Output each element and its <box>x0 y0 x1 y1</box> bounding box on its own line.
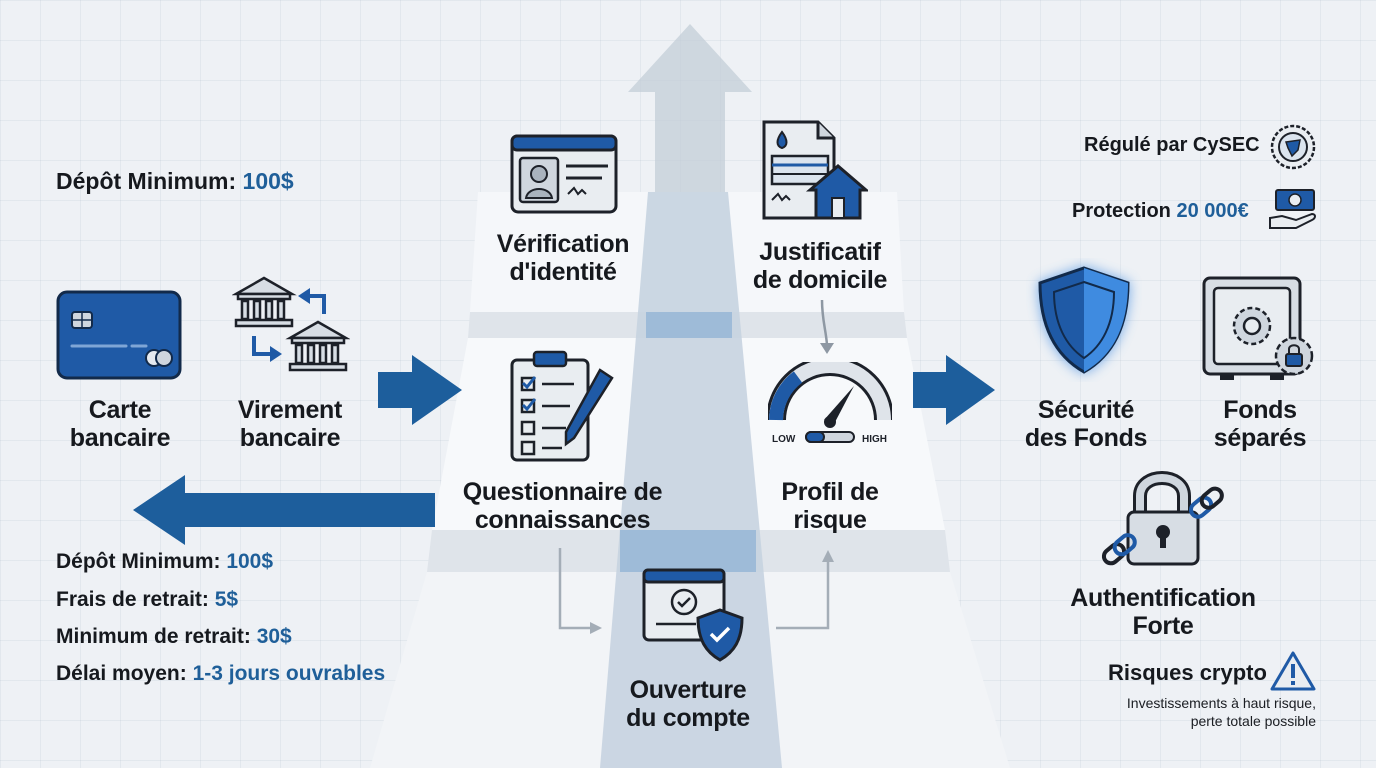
step-account-label: Ouverture du compte <box>598 676 778 732</box>
withdrawal-row-value: 30$ <box>256 625 292 648</box>
lane-highlight-2 <box>620 530 756 572</box>
strong-auth-line1: Authentification <box>1070 584 1256 612</box>
step-account-line1: Ouverture <box>629 676 747 704</box>
protection-label: Protection <box>1072 200 1171 222</box>
cysec-badge-icon <box>1270 124 1316 170</box>
connector-address-risk <box>820 299 829 346</box>
step-address-label: Justificatif de domicile <box>720 238 920 294</box>
id-card-icon <box>510 134 618 214</box>
connector-address-risk-head <box>820 343 834 354</box>
bank-transfer-icon <box>232 272 350 382</box>
deposit-label: Dépôt Minimum: <box>56 168 237 194</box>
step-questionnaire-line2: connaissances <box>474 506 651 534</box>
step-questionnaire-label: Questionnaire de connaissances <box>440 478 685 534</box>
step-address-line2: de domicile <box>752 266 888 294</box>
address-document-icon <box>758 118 868 224</box>
money-hand-icon <box>1268 186 1318 232</box>
separated-funds-line2: séparés <box>1213 424 1307 452</box>
gauge-high-text: HIGH <box>862 434 887 445</box>
withdrawal-row-value: 100$ <box>226 550 274 573</box>
step-identity-label: Vérification d'identité <box>468 230 658 286</box>
withdrawal-row-label: Frais de retrait: <box>56 588 209 611</box>
step-risk-label: Profil de risque <box>740 478 920 534</box>
withdrawal-row-label: Délai moyen: <box>56 662 187 685</box>
arrow-to-steps <box>378 355 462 425</box>
account-shield-icon <box>640 566 746 664</box>
risk-warning-line1: Investissements à haut risque, <box>1126 695 1316 711</box>
safe-icon <box>1200 274 1320 384</box>
warning-triangle-icon <box>1270 650 1316 692</box>
withdrawal-row: Délai moyen: 1-3 jours ouvrables <box>56 662 385 686</box>
gauge-low-text: LOW <box>772 434 796 445</box>
connector-account-risk-head <box>822 550 834 562</box>
withdrawal-row-label: Dépôt Minimum: <box>56 550 221 573</box>
payment-card-line2: bancaire <box>69 424 171 452</box>
step-address-line1: Justificatif <box>759 238 881 266</box>
protection-value: 20 000€ <box>1176 200 1249 222</box>
step-risk-line1: Profil de <box>781 478 879 506</box>
withdrawal-row-label: Minimum de retrait: <box>56 625 251 648</box>
separated-funds-line1: Fonds <box>1223 396 1297 424</box>
connector-account-risk <box>776 560 830 630</box>
credit-card-icon <box>56 290 182 380</box>
step-questionnaire-line1: Questionnaire de <box>462 478 663 506</box>
payment-transfer-line2: bancaire <box>239 424 341 452</box>
step-risk-line2: risque <box>793 506 867 534</box>
step-account-line2: du compte <box>626 704 750 732</box>
step-identity-line1: Vérification <box>496 230 630 258</box>
payment-transfer-label: Virement bancaire <box>200 396 380 452</box>
withdrawal-row: Dépôt Minimum: 100$ <box>56 550 273 574</box>
payment-card-line1: Carte <box>88 396 152 424</box>
connector-questionnaire-account <box>558 548 592 630</box>
deposit-value: 100$ <box>242 168 294 194</box>
lock-chain-icon <box>1100 470 1226 574</box>
withdrawal-row: Frais de retrait: 5$ <box>56 588 238 612</box>
protection-info: Protection 20 000€ <box>1072 200 1249 223</box>
security-funds-label: Sécurité des Fonds <box>996 396 1176 452</box>
arrow-withdrawal <box>133 475 435 545</box>
withdrawal-row-value: 1-3 jours ouvrables <box>192 662 386 685</box>
withdrawal-row-value: 5$ <box>214 588 239 611</box>
shield-icon <box>1026 258 1142 382</box>
security-funds-line2: des Fonds <box>1024 424 1148 452</box>
risk-gauge-icon: LOW HIGH <box>768 362 892 452</box>
withdrawal-row: Minimum de retrait: 30$ <box>56 625 292 649</box>
connector-questionnaire-account-head <box>590 622 602 634</box>
checklist-icon <box>508 348 618 464</box>
risk-warning-line2: perte totale possible <box>1190 713 1316 729</box>
strong-auth-label: Authentification Forte <box>1053 584 1273 640</box>
payment-card-label: Carte bancaire <box>30 396 210 452</box>
strong-auth-line2: Forte <box>1132 612 1194 640</box>
lane-highlight-1 <box>646 312 732 338</box>
arrow-to-security <box>913 355 995 425</box>
risk-warning-text: Investissements à haut risque, perte tot… <box>1100 694 1316 730</box>
payment-transfer-line1: Virement <box>237 396 343 424</box>
step-identity-line2: d'identité <box>509 258 617 286</box>
deposit-info: Dépôt Minimum: 100$ <box>56 168 294 195</box>
separated-funds-label: Fonds séparés <box>1172 396 1348 452</box>
risk-warning-title: Risques crypto <box>1108 660 1267 685</box>
regulation-label: Régulé par CySEC <box>1084 134 1260 156</box>
security-funds-line1: Sécurité <box>1037 396 1135 424</box>
